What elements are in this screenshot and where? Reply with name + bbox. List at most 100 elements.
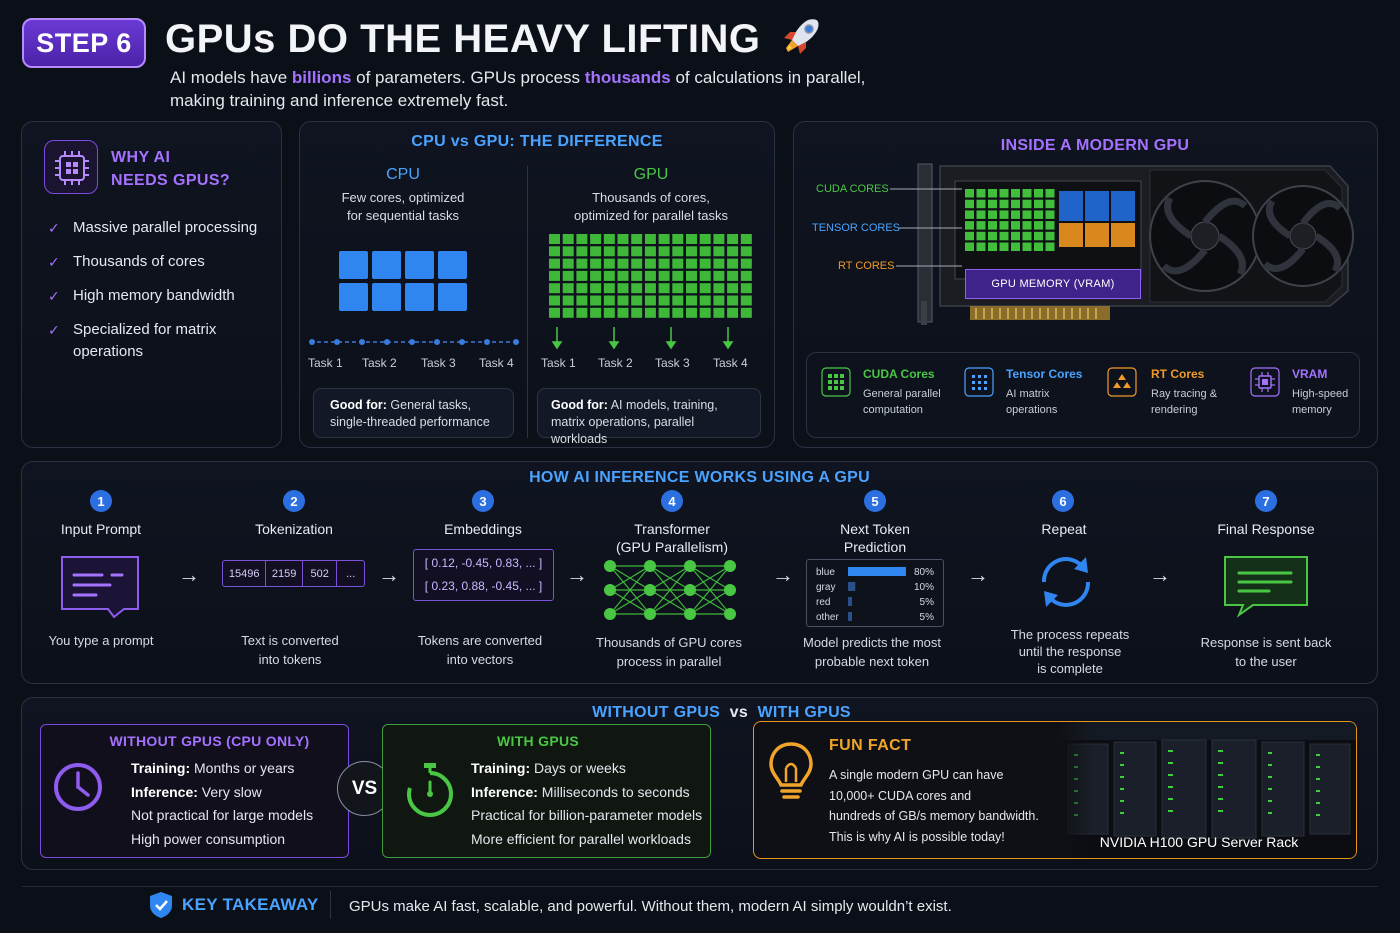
fun-fact-title: FUN FACT xyxy=(829,737,912,754)
tensor-grid-icon xyxy=(964,367,994,397)
gpu-core xyxy=(658,307,670,318)
prediction-pct: 5% xyxy=(920,597,935,608)
gpu-core xyxy=(740,295,752,306)
prediction-bar xyxy=(848,567,906,576)
gpu-core xyxy=(631,295,643,306)
arrow-icon: → xyxy=(566,562,588,587)
token-cell: 15496 xyxy=(223,561,267,586)
nn-node xyxy=(604,560,616,572)
cuda-core xyxy=(1045,210,1055,219)
rt-cores-label: RT CORES xyxy=(838,260,895,272)
step-title: Input Prompt xyxy=(60,521,142,537)
cuda-grid-icon xyxy=(821,367,851,397)
cuda-core xyxy=(1045,189,1055,198)
gpu-core xyxy=(631,307,643,318)
gpu-core xyxy=(740,258,752,269)
gpu-core xyxy=(617,283,629,294)
step-badge: STEP 6 xyxy=(22,18,146,68)
prediction-bar xyxy=(848,612,852,621)
gpu-core xyxy=(699,258,711,269)
gpu-core xyxy=(603,307,615,318)
gpu-core xyxy=(658,258,670,269)
gpu-core xyxy=(617,234,629,244)
gpu-parallel-arrows xyxy=(551,327,734,350)
lightbulb-icon xyxy=(769,742,813,799)
gpu-core xyxy=(672,258,684,269)
cuda-core xyxy=(1034,242,1043,251)
gpu-good-for: Good for: AI models, training, matrix op… xyxy=(537,388,761,446)
comparison-title: WITHOUT GPUS vs WITH GPUS xyxy=(592,704,851,721)
chat-response-icon xyxy=(1224,556,1308,618)
cpu-core xyxy=(339,251,368,279)
gpu-core xyxy=(658,234,670,244)
shield-check-icon xyxy=(150,892,172,918)
gpu-core xyxy=(713,246,725,257)
cuda-core xyxy=(999,231,1009,241)
gpu-core xyxy=(576,307,588,318)
tensor-core xyxy=(1111,191,1135,221)
cuda-core xyxy=(999,221,1009,230)
list-item: ✓Specialized for matrix operations xyxy=(48,319,278,363)
cpu-vs-gpu-title: CPU vs GPU: THE DIFFERENCE xyxy=(411,133,663,150)
cpu-good-for: Good for: General tasks, single-threaded… xyxy=(313,388,514,438)
why-list: ✓Massive parallel processing ✓Thousands … xyxy=(48,217,278,375)
gpu-core xyxy=(699,246,711,257)
with-gpus-details: Training: Days or weeks Inference: Milli… xyxy=(471,760,703,847)
gpu-core xyxy=(549,258,560,269)
nn-node xyxy=(644,584,656,596)
check-icon: ✓ xyxy=(48,288,60,304)
gpu-core xyxy=(713,258,725,269)
step-number: 5 xyxy=(864,490,886,512)
cuda-core xyxy=(1022,221,1032,230)
server-rack-image xyxy=(1058,722,1356,858)
gpu-core xyxy=(740,307,752,318)
gpu-core xyxy=(603,234,615,244)
prediction-word: other xyxy=(816,612,839,623)
chip-icon xyxy=(44,140,98,194)
arrow-icon: → xyxy=(772,562,794,587)
cpu-task-2: Task 2 xyxy=(362,356,397,370)
gpu-desc: Thousands of cores, optimized for parall… xyxy=(574,190,728,223)
gpu-core xyxy=(658,246,670,257)
gpu-core xyxy=(713,307,725,318)
gpu-title: GPU xyxy=(633,166,669,183)
cpu-core xyxy=(438,283,467,311)
gpu-core xyxy=(590,283,602,294)
server-rack-caption: NVIDIA H100 GPU Server Rack xyxy=(1099,834,1299,850)
cpu-core xyxy=(339,283,368,311)
rocket-icon xyxy=(784,19,819,54)
step-desc: You type a prompt xyxy=(48,633,154,648)
fun-fact-box: FUN FACT A single modern GPU can have 10… xyxy=(753,721,1357,859)
takeaway-separator xyxy=(330,891,331,919)
cpu-sequential-line xyxy=(309,339,520,345)
list-item: ✓High memory bandwidth xyxy=(48,285,278,307)
gpu-core xyxy=(617,295,629,306)
gpu-task-4: Task 4 xyxy=(713,356,748,370)
cuda-core xyxy=(965,242,974,251)
cpu-task-3: Task 3 xyxy=(421,356,456,370)
nn-node xyxy=(604,584,616,596)
cuda-core xyxy=(965,221,974,230)
gpu-core xyxy=(727,258,739,269)
nn-node xyxy=(724,560,736,572)
gpu-core xyxy=(658,295,670,306)
page-subtitle: AI models have billions of parameters. G… xyxy=(170,68,866,110)
cuda-core xyxy=(976,242,986,251)
gpu-core xyxy=(617,307,629,318)
prediction-bar xyxy=(848,582,856,591)
nn-edge xyxy=(609,565,651,615)
gpu-core xyxy=(576,283,588,294)
gpu-core xyxy=(727,246,739,257)
gpu-core xyxy=(631,258,643,269)
nn-edge xyxy=(649,565,691,615)
gpu-core xyxy=(686,270,697,281)
gpu-core xyxy=(590,295,602,306)
cpu-cores xyxy=(339,251,467,315)
gpu-core xyxy=(686,307,697,318)
gpu-core xyxy=(617,270,629,281)
gpu-core xyxy=(631,283,643,294)
nn-node xyxy=(684,560,696,572)
